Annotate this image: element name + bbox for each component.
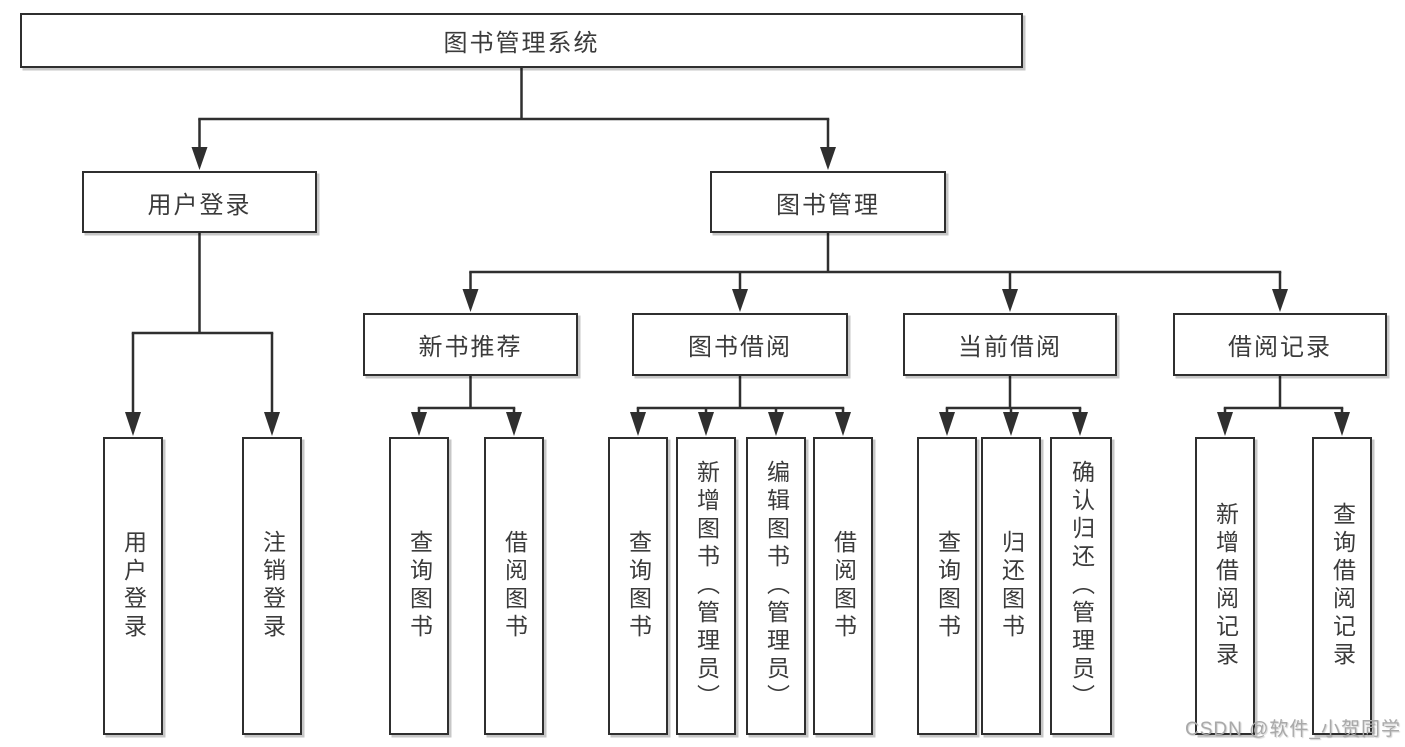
- arrowhead-icon: [191, 147, 208, 170]
- node-borrowing-records: 借阅记录: [1173, 313, 1387, 376]
- leaf-borrow-books-recommend: 借阅图书: [484, 437, 544, 735]
- node-new-book-recommend-label: 新书推荐: [418, 334, 523, 361]
- arrowhead-icon: [125, 412, 141, 436]
- node-current-borrowing-label: 当前借阅: [958, 334, 1062, 361]
- arrowheads-group: [125, 147, 1350, 436]
- leaf-query-borrow-record: 查询借阅记录: [1312, 437, 1372, 735]
- leaf-query-books-recommend: 查询图书: [389, 437, 449, 735]
- leaf-logout-label: 注销登录: [259, 530, 286, 642]
- leaf-add-books-admin: 新增图书（管理员）: [676, 437, 736, 735]
- leaf-logout: 注销登录: [242, 437, 302, 735]
- arrowhead-icon: [630, 412, 646, 436]
- node-book-management-label: 图书管理: [776, 191, 880, 219]
- leaf-return-books-label: 归还图书: [998, 530, 1025, 642]
- node-user-login-label: 用户登录: [147, 191, 252, 219]
- arrowhead-icon: [1272, 289, 1288, 312]
- leaf-query-books-recommend-label: 查询图书: [406, 530, 433, 642]
- arrowhead-icon: [1334, 412, 1350, 436]
- arrowhead-icon: [698, 412, 714, 436]
- leaf-borrow-books-label: 借阅图书: [830, 530, 857, 642]
- arrowhead-icon: [1003, 412, 1019, 436]
- leaf-query-books-current-label: 查询图书: [934, 530, 961, 642]
- node-book-borrowing: 图书借阅: [632, 313, 848, 376]
- leaf-confirm-return-admin: 确认归还（管理员）: [1050, 437, 1112, 735]
- leaf-add-books-admin-label: 新增图书（管理员）: [693, 460, 720, 712]
- leaf-edit-books-admin: 编辑图书（管理员）: [746, 437, 806, 735]
- arrowhead-icon: [1072, 412, 1088, 436]
- arrowhead-icon: [732, 289, 748, 312]
- arrowhead-icon: [264, 412, 280, 436]
- arrowhead-icon: [1217, 412, 1233, 436]
- leaf-return-books: 归还图书: [981, 437, 1041, 735]
- leaf-confirm-return-admin-label: 确认归还（管理员）: [1068, 460, 1095, 712]
- leaf-borrow-books-recommend-label: 借阅图书: [501, 530, 528, 642]
- leaf-query-books-current: 查询图书: [917, 437, 977, 735]
- leaf-edit-books-admin-label: 编辑图书（管理员）: [763, 460, 790, 712]
- arrowhead-icon: [506, 412, 522, 436]
- leaf-add-borrow-record-label: 新增借阅记录: [1212, 502, 1239, 670]
- arrowhead-icon: [411, 412, 427, 436]
- arrowhead-icon: [820, 147, 836, 170]
- node-current-borrowing: 当前借阅: [903, 313, 1117, 376]
- arrowhead-icon: [1002, 289, 1018, 312]
- arrowhead-icon: [835, 412, 851, 436]
- leaf-query-borrow-record-label: 查询借阅记录: [1329, 502, 1356, 670]
- leaf-query-books-borrowing: 查询图书: [608, 437, 668, 735]
- node-new-book-recommend: 新书推荐: [363, 313, 578, 376]
- leaf-add-borrow-record: 新增借阅记录: [1195, 437, 1255, 735]
- node-book-management: 图书管理: [710, 171, 946, 233]
- node-library-management-system-label: 图书管理系统: [443, 30, 600, 57]
- arrowhead-icon: [939, 412, 955, 436]
- leaf-user-login-label: 用户登录: [120, 530, 147, 642]
- leaf-query-books-borrowing-label: 查询图书: [625, 530, 652, 642]
- node-user-login: 用户登录: [82, 171, 317, 233]
- node-book-borrowing-label: 图书借阅: [688, 334, 792, 361]
- node-borrowing-records-label: 借阅记录: [1228, 334, 1332, 361]
- csdn-watermark: CSDN @软件_小贺同学: [1185, 719, 1401, 740]
- leaf-user-login: 用户登录: [103, 437, 163, 735]
- leaf-borrow-books: 借阅图书: [813, 437, 873, 735]
- arrowhead-icon: [462, 289, 479, 312]
- node-library-management-system: 图书管理系统: [20, 13, 1023, 68]
- arrowhead-icon: [768, 412, 784, 436]
